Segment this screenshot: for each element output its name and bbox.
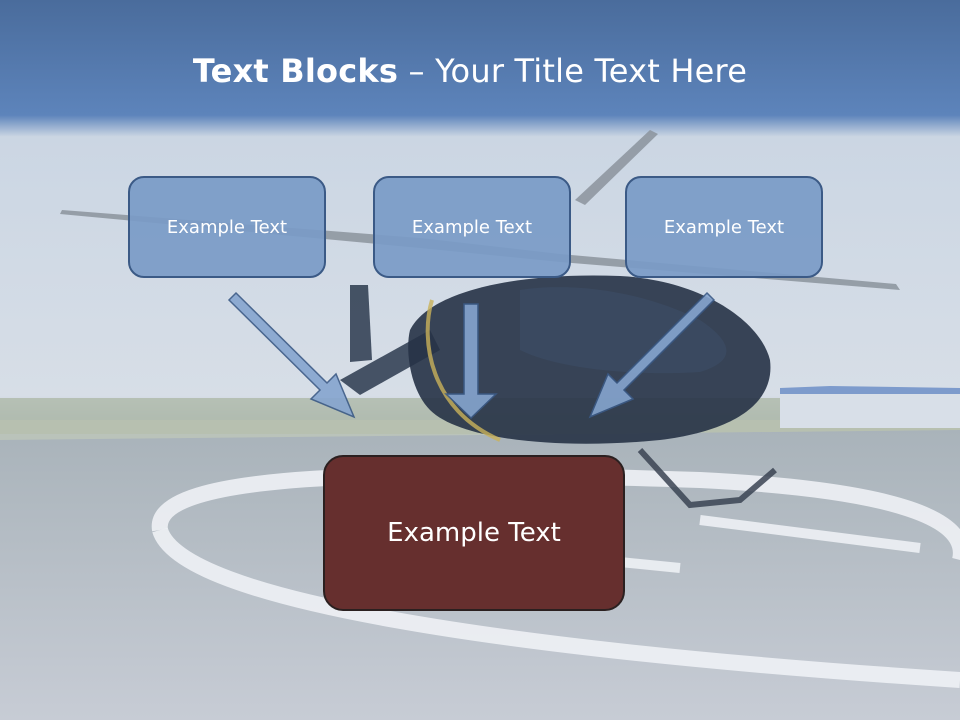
main-text-block-label: Example Text: [387, 518, 561, 548]
slide-title: Text Blocks – Your Title Text Here: [0, 52, 940, 90]
text-block-2-label: Example Text: [411, 216, 533, 238]
text-block-1[interactable]: Example Text: [128, 176, 326, 278]
text-block-1-label: Example Text: [166, 216, 288, 238]
text-block-3-label: Example Text: [663, 216, 785, 238]
arrow-center: [444, 303, 498, 420]
arrow-left: [227, 291, 356, 419]
text-block-3[interactable]: Example Text: [625, 176, 823, 278]
main-text-block[interactable]: Example Text: [323, 455, 625, 611]
title-separator: –: [398, 52, 436, 90]
text-block-2[interactable]: Example Text: [373, 176, 571, 278]
title-bold-part: Text Blocks: [192, 52, 399, 90]
title-rest-part: Your Title Text Here: [435, 52, 748, 90]
arrow-right: [588, 291, 716, 419]
